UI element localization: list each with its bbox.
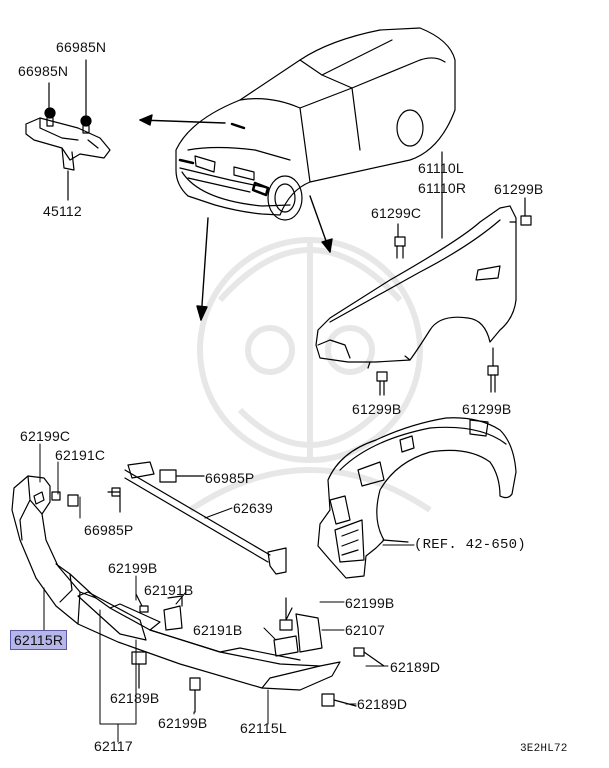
label-62117: 62117 xyxy=(94,738,133,754)
label-62199B-c: 62199B xyxy=(158,715,208,731)
label-61299B-left: 61299B xyxy=(352,401,402,417)
fender-61110 xyxy=(315,151,517,369)
fender-liner xyxy=(317,417,517,579)
label-62107: 62107 xyxy=(345,622,385,638)
label-62191B-a: 62191B xyxy=(144,582,194,598)
callout-arrows xyxy=(139,114,333,321)
label-61299C: 61299C xyxy=(371,205,422,221)
label-66985P-left: 66985P xyxy=(84,522,134,538)
label-62191B-b: 62191B xyxy=(193,622,243,638)
fender-bolts xyxy=(376,197,532,396)
leader-lines xyxy=(39,443,415,743)
label-61299B-right: 61299B xyxy=(462,401,512,417)
label-66985N-lower: 66985N xyxy=(18,63,69,79)
label-61110R: 61110R xyxy=(418,180,467,196)
label-62189D-lower: 62189D xyxy=(357,696,408,712)
diagram-code: 3E2HL72 xyxy=(520,743,568,755)
label-62189B: 62189B xyxy=(110,690,160,706)
label-62199B-a: 62199B xyxy=(108,560,158,576)
label-61110L: 61110L xyxy=(418,160,464,176)
label-66985P-right: 66985P xyxy=(205,470,255,486)
watermark-emblem xyxy=(188,237,432,513)
bumper-assembly xyxy=(11,475,341,691)
car-illustration xyxy=(175,27,456,221)
label-62199B-b: 62199B xyxy=(345,595,395,611)
bracket-45112 xyxy=(25,59,111,201)
reinforcement-bar xyxy=(124,461,287,575)
reference-note: (REF. 42-650) xyxy=(414,537,526,553)
label-62199C: 62199C xyxy=(20,428,71,444)
label-62639: 62639 xyxy=(233,500,273,516)
label-66985N-upper: 66985N xyxy=(56,39,107,55)
label-62191C: 62191C xyxy=(55,447,106,463)
label-61299B-top: 61299B xyxy=(494,181,544,197)
label-62115R-highlighted[interactable]: 62115R xyxy=(10,630,68,650)
label-62115L: 62115L xyxy=(240,720,287,736)
label-45112: 45112 xyxy=(43,203,82,219)
label-62189D-upper: 62189D xyxy=(390,659,441,675)
